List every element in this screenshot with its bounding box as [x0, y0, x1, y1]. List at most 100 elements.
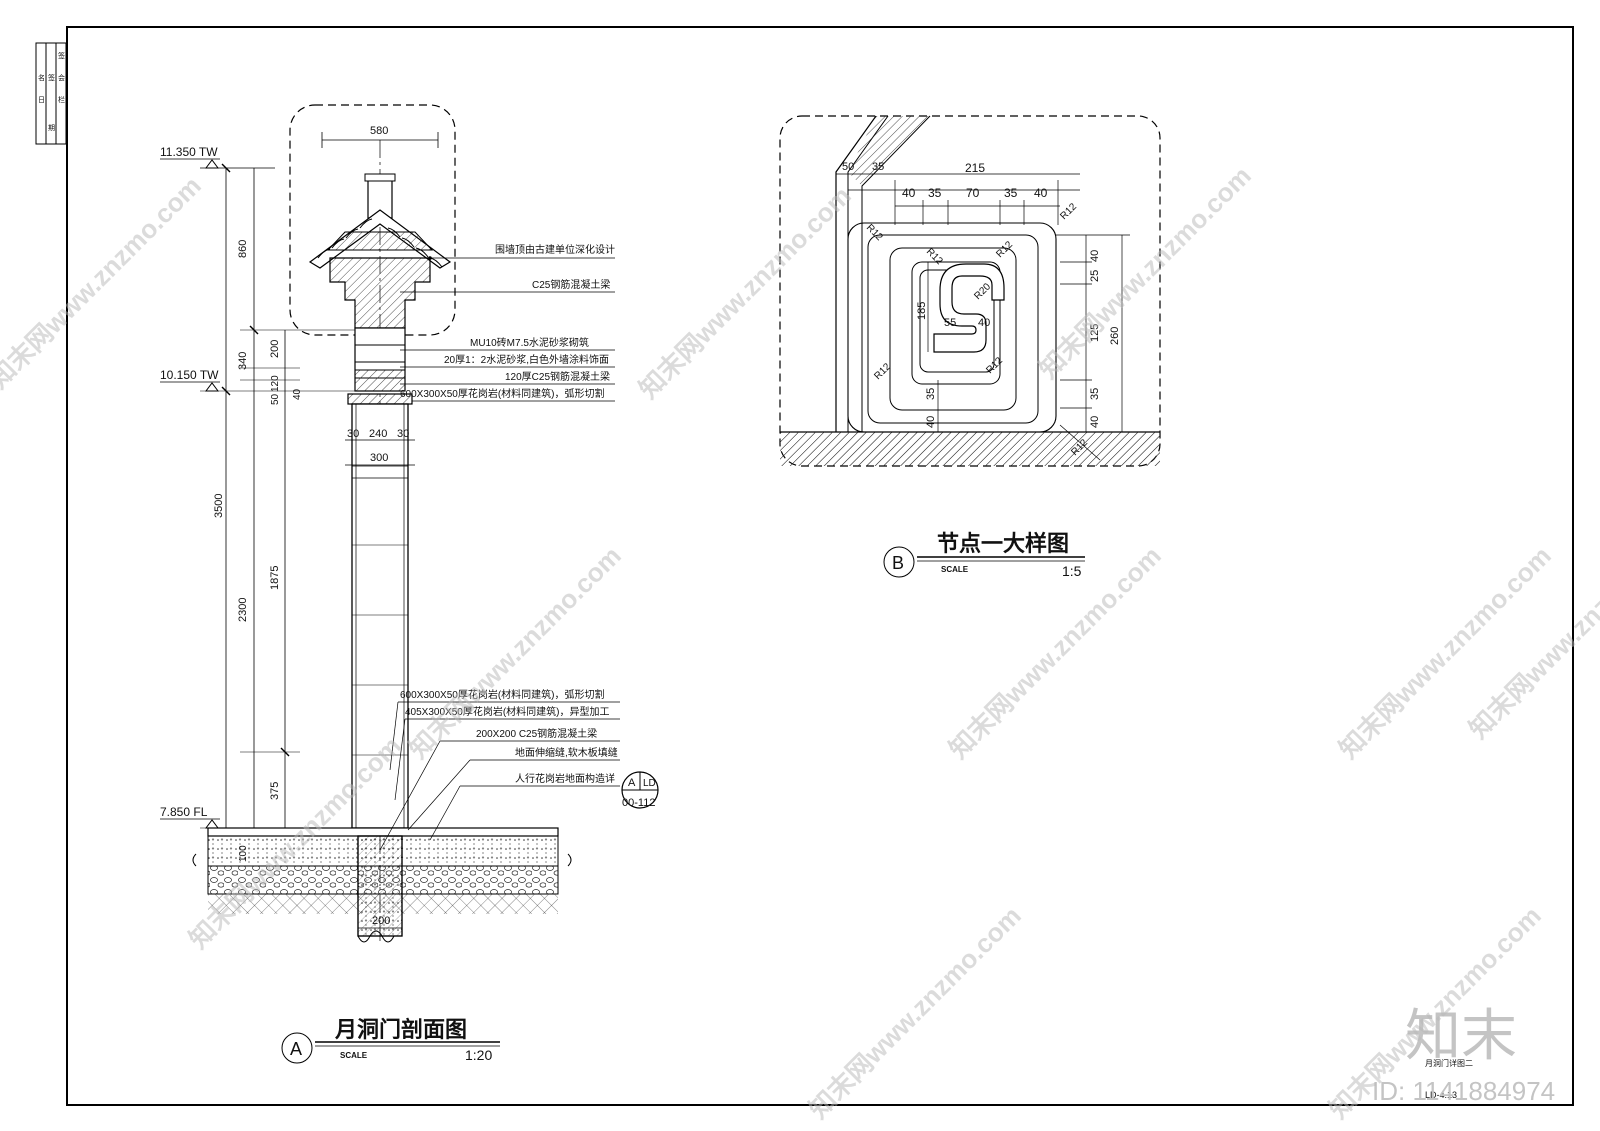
dim-1875: 1875 [269, 566, 281, 590]
roof-tiles [308, 209, 452, 269]
dim-b-40-c: 40 [978, 317, 990, 329]
section-title: 月洞门剖面图 [334, 1017, 467, 1042]
dim-30-right: 30 [397, 428, 409, 440]
profile-step-2 [889, 247, 1017, 411]
watermark: 知末网www.znzmo.com [633, 180, 857, 404]
dim-b-right-40: 40 [1089, 250, 1101, 262]
dim-b-55: 55 [944, 317, 956, 329]
dim-860: 860 [237, 240, 249, 258]
watermarks: 知末网www.znzmo.com 知末网www.znzmo.com 知末网www… [0, 160, 1600, 1124]
note-mu10-brick: MU10砖M7.5水泥砂浆砌筑 [470, 336, 589, 349]
ref-code: 00-112 [622, 797, 655, 809]
dim-b-35-a: 35 [928, 186, 942, 200]
sign-label: 期 [48, 124, 55, 132]
dim-120: 120 [270, 375, 281, 392]
profile-outer [847, 222, 1057, 433]
detail-reference-bubble[interactable]: A LD 00-112 [621, 771, 659, 809]
paving-layer [207, 827, 559, 837]
scale-label: SCALE [941, 565, 969, 574]
dim-3500: 3500 [213, 494, 225, 518]
radius-r12: R12 [984, 355, 1005, 376]
dim-b-70: 70 [966, 186, 980, 200]
dim-375: 375 [269, 782, 281, 800]
dim-b-40-d: 40 [925, 416, 937, 428]
note-granite-arc: 600X300X50厚花岗岩(材料同建筑)，弧形切割 [400, 688, 605, 701]
note-120-beam: 120厚C25钢筋混凝土梁 [505, 370, 610, 383]
scale-value: 1:5 [1062, 563, 1082, 579]
dim-300: 300 [370, 452, 388, 464]
sign-label: 日 [38, 96, 45, 104]
note-cement-mortar: 20厚1：2水泥砂浆,白色外墙涂料饰面 [444, 353, 609, 366]
watermark: 知末网www.znzmo.com [803, 900, 1027, 1124]
dim-b-185: 185 [916, 302, 928, 320]
dim-b-40-a: 40 [902, 186, 916, 200]
sign-label: 签 [58, 51, 65, 60]
note-c25-beam: C25钢筋混凝土梁 [532, 278, 610, 291]
note-expansion-joint: 地面伸缩缝,软木板填缝 [515, 746, 618, 759]
radius-r20: R20 [972, 281, 993, 302]
watermark: 知末网www.znzmo.com [0, 170, 207, 394]
sign-label: 栏 [58, 95, 65, 104]
dim-200: 200 [269, 340, 281, 358]
dim-240: 240 [369, 428, 387, 440]
note-paving-detail: 人行花岗岩地面构造详 [515, 772, 615, 785]
note-granite-shaped: 405X300X50厚花岗岩(材料同建筑)，异型加工 [405, 705, 610, 718]
elevation-ground: 7.850 FL [160, 805, 208, 819]
sign-label: 签 [48, 73, 55, 82]
scale-value: 1:20 [465, 1047, 492, 1063]
dim-b-right-25: 25 [1089, 270, 1101, 282]
sheet-number: LD-4.13 [1425, 1090, 1457, 1100]
watermark: 知末网www.znzmo.com [1033, 160, 1257, 384]
watermark: 知末网www.znzmo.com [1333, 540, 1557, 764]
sheet-frame [66, 26, 1574, 1106]
dim-b-35-c: 35 [925, 388, 937, 400]
dim-b-50: 50 [842, 161, 854, 173]
dim-b-35: 35 [872, 161, 884, 173]
profile-step-1 [867, 234, 1039, 424]
scale-label: SCALE [340, 1051, 368, 1060]
ref-sheet: LD [643, 778, 656, 789]
radius-r12: R12 [924, 246, 945, 267]
dim-50: 50 [270, 393, 281, 405]
radius-r12: R12 [1058, 201, 1079, 222]
site-logo: 知末 [1405, 1004, 1517, 1067]
dim-200-footing: 200 [372, 915, 390, 927]
sheet-title: 月洞门详图二 [1425, 1058, 1473, 1068]
dim-b-right-125: 125 [1089, 324, 1101, 342]
section-a-caption: A 月洞门剖面图 SCALE 1:20 [281, 1017, 500, 1064]
elevation-mid: 10.150 TW [160, 368, 219, 382]
detail-title: 节点一大样图 [937, 531, 1069, 556]
caption-symbol: A [290, 1039, 302, 1059]
detail-b-caption: B 节点一大样图 SCALE 1:5 [883, 531, 1085, 579]
dim-b-right-260: 260 [1109, 327, 1121, 345]
dim-30-left: 30 [347, 428, 359, 440]
image-id: ID: 1141884974 [1372, 1076, 1555, 1106]
dim-b-right-35: 35 [1089, 388, 1101, 400]
radius-r12: R12 [864, 222, 885, 243]
dim-b-right-40-b: 40 [1089, 416, 1101, 428]
dim-100: 100 [238, 845, 249, 862]
sign-label: 会 [58, 73, 65, 82]
elevation-top: 11.350 TW [160, 145, 218, 159]
sign-label: 名 [38, 73, 45, 82]
signature-block: 签 会 栏 签 名 日 期 [35, 42, 67, 145]
dim-580: 580 [370, 125, 388, 137]
dim-b-215: 215 [965, 161, 985, 175]
dim-2300: 2300 [237, 598, 249, 622]
caption-symbol: B [892, 553, 904, 573]
note-200-beam: 200X200 C25钢筋混凝土梁 [476, 727, 597, 740]
profile-step-3 [911, 261, 1001, 385]
ref-letter: A [628, 777, 636, 789]
note-granite-cap: 600X300X50厚花岗岩(材料同建筑)，弧形切割 [400, 387, 605, 400]
dim-340: 340 [237, 352, 249, 370]
cap-concrete-beam [329, 257, 431, 329]
dim-b-40-b: 40 [1034, 186, 1048, 200]
s-core-profile [933, 263, 1005, 353]
section-a: 11.350 TW 10.150 TW 7.850 FL 860 340 200… [160, 104, 659, 1064]
dim-40: 40 [292, 388, 303, 400]
note-wall-top: 围墙顶由古建单位深化设计 [495, 243, 615, 256]
column-shaft [351, 403, 409, 829]
dim-b-35-b: 35 [1004, 186, 1018, 200]
watermark: 知末网www.znzmo.com [943, 540, 1167, 764]
